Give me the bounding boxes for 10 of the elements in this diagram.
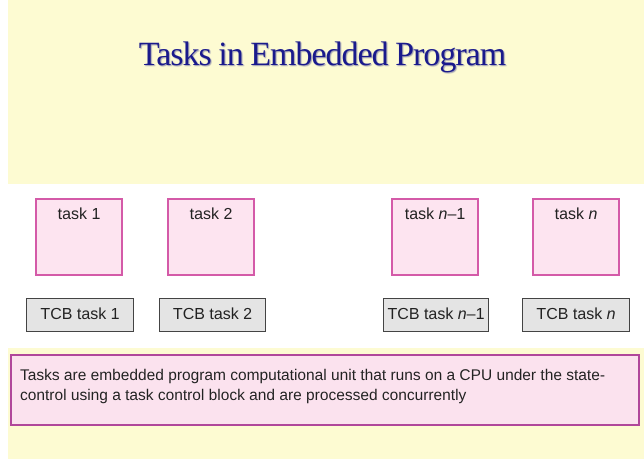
task-box: task n–1 — [391, 198, 479, 276]
tcb-box: TCB task 2 — [159, 298, 266, 332]
tcb-box: TCB task n–1 — [383, 298, 489, 332]
task-box: task 2 — [167, 198, 255, 276]
task-box: task n — [532, 198, 620, 276]
tcb-box: TCB task 1 — [26, 298, 134, 332]
note-box: Tasks are embedded program computational unit that runs on a CPU under the state-control using a task control block and are processed concurrently — [10, 354, 640, 426]
title: Tasks in Embedded Program — [138, 36, 507, 74]
task-box: task 1 — [35, 198, 123, 276]
tcb-box: TCB task n — [522, 298, 630, 332]
